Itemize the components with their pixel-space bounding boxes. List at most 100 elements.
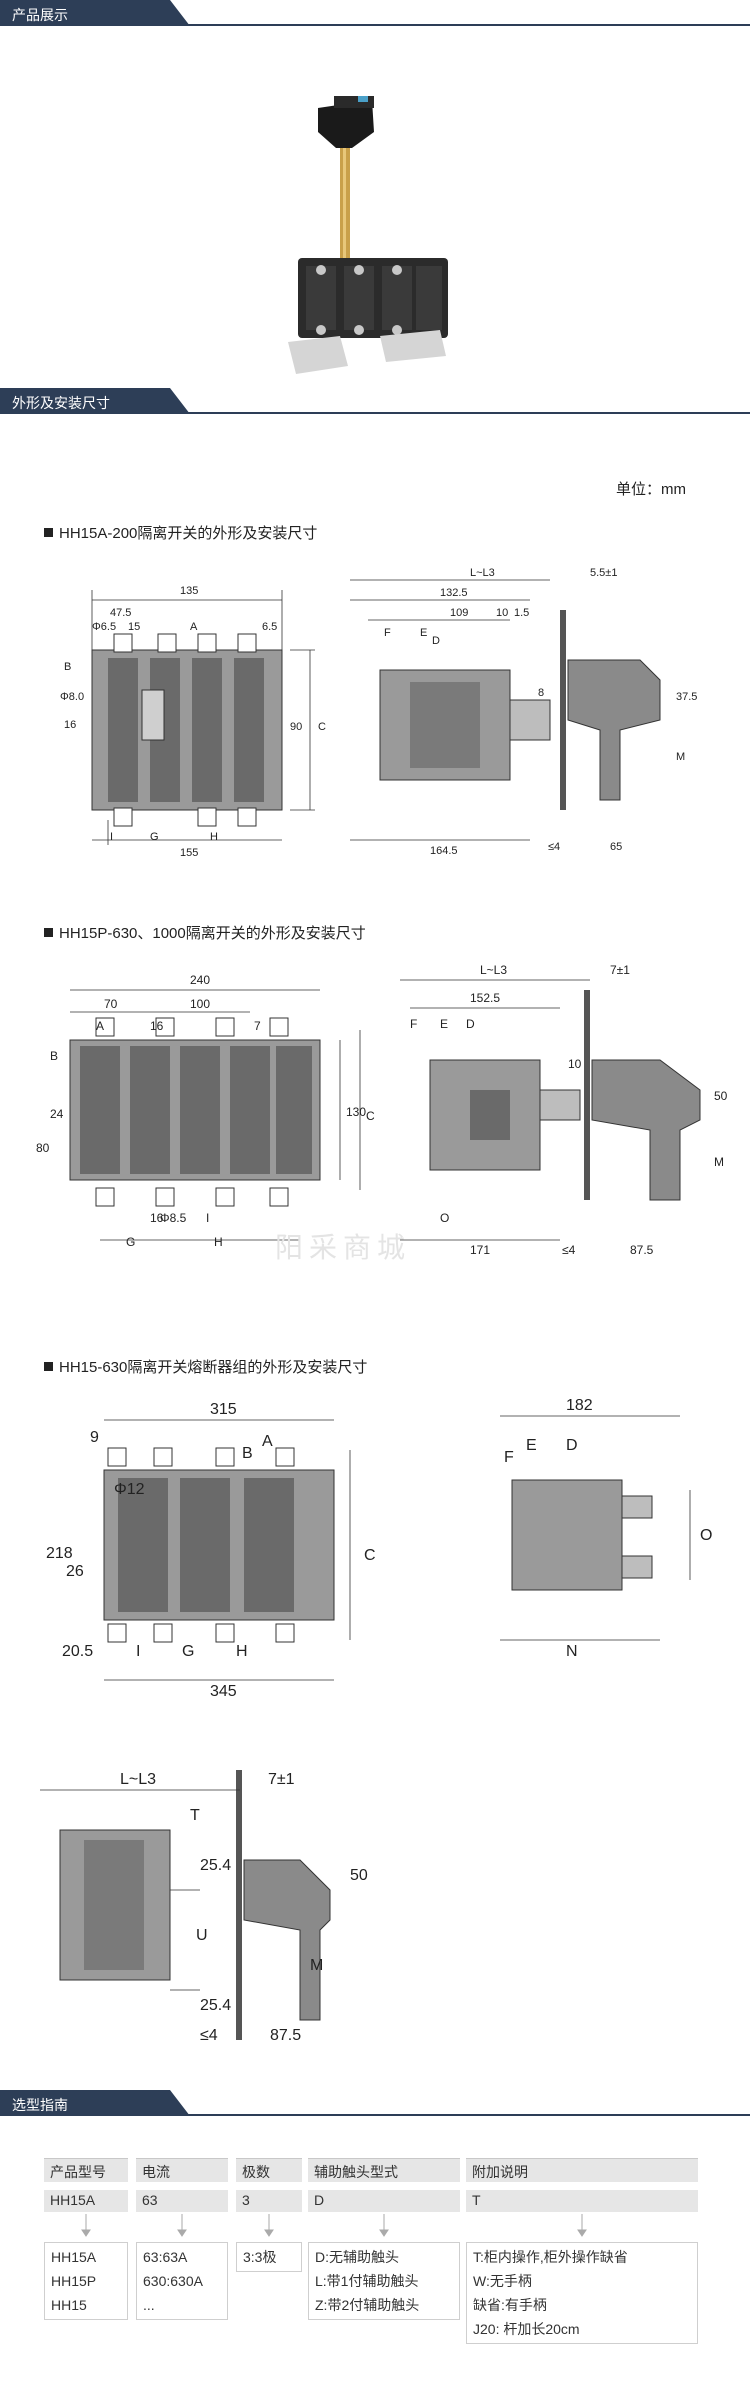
svg-text:C: C <box>366 1109 375 1123</box>
svg-text:6.5: 6.5 <box>262 621 277 633</box>
svg-text:G: G <box>182 1643 194 1660</box>
svg-text:7±1: 7±1 <box>268 1771 295 1788</box>
col-value-notes: T <box>466 2190 698 2212</box>
svg-text:90: 90 <box>290 721 302 733</box>
svg-text:87.5: 87.5 <box>630 1243 654 1257</box>
svg-text:164.5: 164.5 <box>430 845 458 857</box>
svg-text:I: I <box>206 1211 209 1225</box>
option-item: 3:3极 <box>243 2249 277 2265</box>
col-value-aux: D <box>308 2190 460 2212</box>
svg-text:182: 182 <box>566 1397 593 1414</box>
svg-text:26: 26 <box>66 1563 84 1580</box>
svg-text:25.4: 25.4 <box>200 1997 231 2014</box>
svg-text:70: 70 <box>104 997 118 1011</box>
svg-text:16: 16 <box>64 719 76 731</box>
svg-text:24: 24 <box>50 1107 64 1121</box>
option-item: W:无手柄 <box>473 2273 532 2289</box>
svg-text:9: 9 <box>90 1429 99 1446</box>
svg-text:16: 16 <box>150 1019 164 1033</box>
option-item: T:柜内操作,柜外操作缺省 <box>473 2249 628 2265</box>
svg-text:7: 7 <box>254 1019 261 1033</box>
svg-text:130: 130 <box>346 1105 366 1119</box>
option-item: HH15P <box>51 2273 97 2289</box>
svg-text:T: T <box>190 1807 200 1824</box>
svg-text:37.5: 37.5 <box>676 691 697 703</box>
svg-text:F: F <box>504 1449 514 1466</box>
svg-text:10: 10 <box>568 1057 582 1071</box>
unit-label: 单位：mm <box>616 481 686 498</box>
section-title: 产品展示 <box>12 7 68 23</box>
svg-text:E: E <box>440 1017 448 1031</box>
svg-text:5.5±1: 5.5±1 <box>590 567 617 579</box>
col-options-model: HH15A HH15P HH15 <box>44 2242 128 2320</box>
diagram3-caption: HH15-630隔离开关熔断器组的外形及安装尺寸 <box>44 1356 367 1377</box>
svg-text:Φ12: Φ12 <box>114 1481 145 1498</box>
svg-text:132.5: 132.5 <box>440 587 468 599</box>
product-photo <box>0 30 750 390</box>
col-options-poles: 3:3极 <box>236 2242 302 2272</box>
svg-text:A: A <box>96 1019 104 1033</box>
svg-text:10: 10 <box>496 607 508 619</box>
col-options-current: 63:63A 630:630A ... <box>136 2242 228 2320</box>
svg-text:H: H <box>236 1643 248 1660</box>
col-value-current: 63 <box>136 2190 228 2212</box>
svg-text:50: 50 <box>714 1089 728 1103</box>
svg-text:N: N <box>566 1643 578 1660</box>
svg-text:109: 109 <box>450 607 468 619</box>
svg-text:Φ8.0: Φ8.0 <box>60 691 84 703</box>
col-options-aux: D:无辅助触头 L:带1付辅助触头 Z:带2付辅助触头 <box>308 2242 460 2320</box>
option-item: Z:带2付辅助触头 <box>315 2297 420 2313</box>
svg-text:I: I <box>110 831 113 843</box>
option-item: HH15 <box>51 2297 87 2313</box>
svg-text:218: 218 <box>46 1545 73 1562</box>
col-header-model: 产品型号 <box>44 2158 128 2182</box>
section-header-product: 产品展示 <box>0 0 750 26</box>
svg-text:20.5: 20.5 <box>62 1643 93 1660</box>
svg-text:Φ6.5: Φ6.5 <box>92 621 116 633</box>
col-header-notes: 附加说明 <box>466 2158 698 2182</box>
svg-text:155: 155 <box>180 847 198 859</box>
svg-text:152.5: 152.5 <box>470 991 500 1005</box>
svg-text:D: D <box>466 1017 475 1031</box>
svg-text:B: B <box>50 1049 58 1063</box>
diagram1-caption: HH15A-200隔离开关的外形及安装尺寸 <box>44 522 317 543</box>
option-item: 63:63A <box>143 2249 188 2265</box>
svg-text:171: 171 <box>470 1243 490 1257</box>
svg-text:C: C <box>318 721 326 733</box>
svg-text:47.5: 47.5 <box>110 607 131 619</box>
svg-text:C: C <box>364 1547 376 1564</box>
svg-text:L~L3: L~L3 <box>470 567 495 579</box>
svg-text:B: B <box>242 1445 253 1462</box>
col-value-poles: 3 <box>236 2190 302 2212</box>
svg-text:H: H <box>214 1235 223 1249</box>
svg-text:G: G <box>126 1235 135 1249</box>
svg-text:25.4: 25.4 <box>200 1857 231 1874</box>
col-header-aux: 辅助触头型式 <box>308 2158 460 2182</box>
svg-text:H: H <box>210 831 218 843</box>
option-item: 缺省:有手柄 <box>473 2297 547 2313</box>
col-value-model: HH15A <box>44 2190 128 2212</box>
svg-text:B: B <box>64 661 71 673</box>
section-header-dimensions: 外形及安装尺寸 <box>0 388 750 414</box>
svg-text:315: 315 <box>210 1401 237 1418</box>
svg-text:100: 100 <box>190 997 210 1011</box>
svg-text:87.5: 87.5 <box>270 2027 301 2044</box>
svg-text:D: D <box>432 635 440 647</box>
col-options-notes: T:柜内操作,柜外操作缺省 W:无手柄 缺省:有手柄 J20: 杆加长20cm <box>466 2242 698 2344</box>
svg-text:E: E <box>420 627 427 639</box>
svg-text:A: A <box>190 621 198 633</box>
svg-text:80: 80 <box>36 1141 50 1155</box>
svg-text:O: O <box>700 1527 712 1544</box>
svg-text:345: 345 <box>210 1683 237 1700</box>
svg-text:M: M <box>310 1957 323 1974</box>
svg-text:≤4: ≤4 <box>548 841 560 853</box>
svg-text:15: 15 <box>128 621 140 633</box>
section-title: 外形及安装尺寸 <box>12 395 110 411</box>
option-item: 630:630A <box>143 2273 203 2289</box>
svg-text:240: 240 <box>190 973 210 987</box>
svg-text:A: A <box>262 1433 273 1450</box>
svg-text:F: F <box>384 627 391 639</box>
col-header-current: 电流 <box>136 2158 228 2182</box>
